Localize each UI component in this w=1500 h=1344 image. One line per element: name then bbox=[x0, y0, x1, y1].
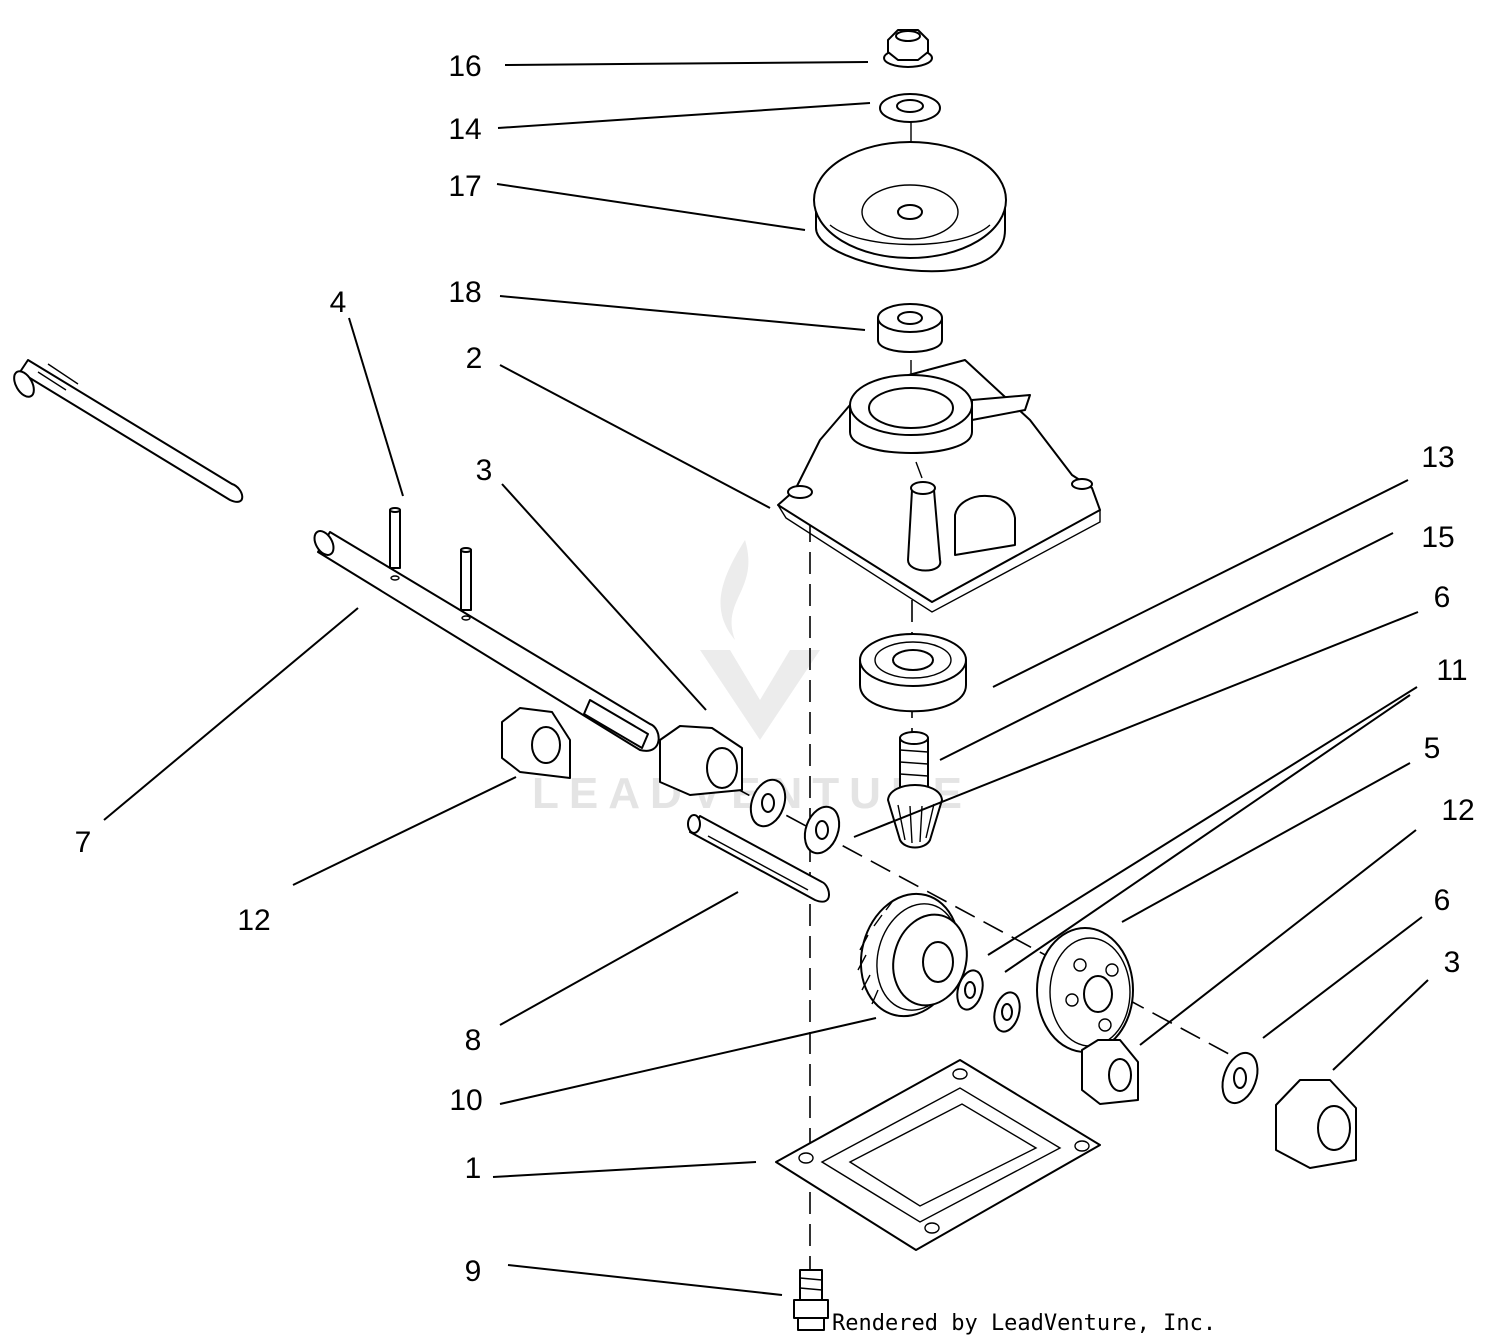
callout-13: 13 bbox=[1421, 441, 1454, 474]
callout-15: 15 bbox=[1421, 521, 1454, 554]
callout-12-right: 12 bbox=[1441, 794, 1474, 827]
part-7-axle-rod bbox=[13, 359, 244, 503]
callout-6-lower: 6 bbox=[1434, 884, 1451, 917]
callout-labels: 16 14 17 18 2 4 3 7 12 8 10 1 9 13 15 6 … bbox=[75, 50, 1475, 1288]
part-13-bearing bbox=[859, 633, 967, 713]
part-10-bevel-gear bbox=[857, 892, 968, 1018]
callout-16: 16 bbox=[448, 50, 481, 83]
callout-18: 18 bbox=[448, 276, 481, 309]
part-7-shaft bbox=[313, 530, 660, 752]
part-5-washer bbox=[993, 991, 1021, 1033]
callout-5: 5 bbox=[1424, 732, 1441, 765]
callout-17: 17 bbox=[448, 170, 481, 203]
callout-12-left: 12 bbox=[237, 904, 270, 937]
callout-10: 10 bbox=[449, 1084, 482, 1117]
callout-14: 14 bbox=[448, 113, 481, 146]
part-18-spacer bbox=[877, 303, 943, 353]
part-6-washers-upper bbox=[749, 778, 841, 855]
part-16-flange-nut bbox=[883, 29, 933, 68]
callout-9: 9 bbox=[465, 1255, 482, 1288]
leader-lines bbox=[103, 61, 1429, 1296]
callout-2: 2 bbox=[466, 342, 483, 375]
callout-8: 8 bbox=[465, 1024, 482, 1057]
part-1-cover bbox=[775, 1059, 1101, 1251]
callout-6-upper: 6 bbox=[1434, 581, 1451, 614]
part-4-pins bbox=[389, 507, 472, 621]
part-2-gear-case bbox=[777, 359, 1101, 613]
credit-text: Rendered by LeadVenture, Inc. bbox=[832, 1311, 1216, 1336]
callout-3-lower: 3 bbox=[1444, 946, 1461, 979]
part-9-bolt bbox=[793, 1269, 829, 1331]
callout-7: 7 bbox=[75, 826, 92, 859]
callout-3-upper: 3 bbox=[476, 454, 493, 487]
callout-1: 1 bbox=[465, 1152, 482, 1185]
part-14-washer bbox=[879, 93, 941, 123]
part-15-pinion-gear bbox=[887, 731, 943, 849]
part-6-washer-lower bbox=[1221, 1051, 1259, 1105]
part-8-shaft bbox=[687, 814, 830, 903]
part-12-bushing-right bbox=[1081, 1039, 1139, 1105]
spur-gear bbox=[1036, 927, 1134, 1053]
part-12-bushing-left bbox=[501, 707, 571, 779]
callout-4: 4 bbox=[330, 286, 347, 319]
part-3-bushing bbox=[659, 725, 743, 796]
callout-11: 11 bbox=[1436, 654, 1467, 687]
part-11-washer bbox=[956, 969, 984, 1011]
part-17-pulley bbox=[813, 141, 1007, 273]
part-3-bushing-right bbox=[1275, 1079, 1357, 1169]
